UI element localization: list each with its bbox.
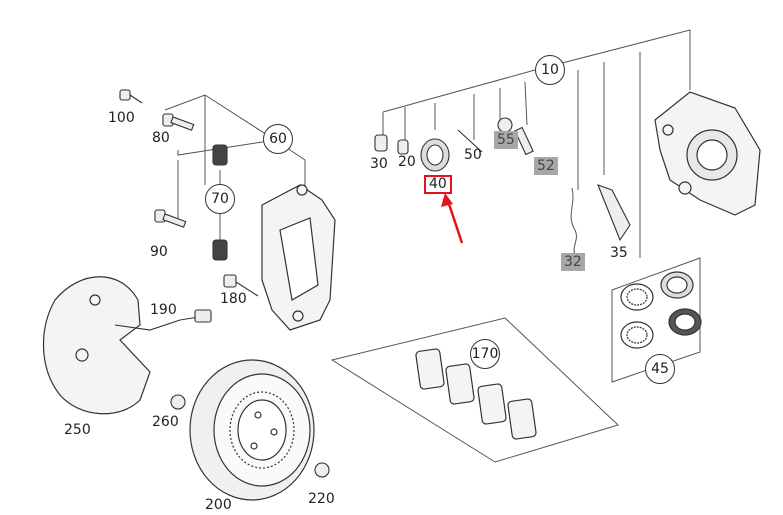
callout-170: 170: [470, 339, 500, 369]
small-parts: [114, 89, 631, 478]
leader-10-group: [534, 29, 691, 90]
label-250: 250: [64, 422, 91, 438]
leader-10-top: [382, 69, 536, 113]
label-52: 52: [534, 157, 558, 175]
label-35: 35: [610, 245, 628, 261]
brake-carrier: [261, 184, 336, 331]
label-260: 260: [152, 414, 179, 430]
label-55: 55: [494, 131, 518, 149]
callout-45: 45: [645, 354, 675, 384]
callout-70: 70: [205, 184, 235, 214]
label-220: 220: [308, 491, 335, 507]
seal-rings: [620, 271, 702, 349]
dust-shield: [42, 276, 151, 415]
label-180: 180: [220, 291, 247, 307]
leader-60: [164, 94, 276, 141]
label-90: 90: [150, 244, 168, 260]
brake-pads: [415, 348, 537, 440]
caliper-housing: [654, 91, 761, 216]
label-40-highlighted: 40: [424, 175, 452, 194]
sensor-wire-32: [570, 187, 577, 257]
kit-45-frame: [611, 257, 701, 383]
callout-60: 60: [263, 124, 293, 154]
callout-10: 10: [535, 55, 565, 85]
label-20: 20: [398, 154, 416, 170]
leader-10-52: [524, 81, 528, 126]
label-200: 200: [205, 497, 232, 513]
label-100: 100: [108, 110, 135, 126]
highlight-arrow: [441, 193, 464, 244]
label-50: 50: [464, 147, 482, 163]
kit-170-frame: [330, 317, 619, 463]
brake-disc: [189, 359, 315, 501]
label-32: 32: [561, 253, 585, 271]
label-190: 190: [150, 302, 177, 318]
label-80: 80: [152, 130, 170, 146]
label-30: 30: [370, 156, 388, 172]
